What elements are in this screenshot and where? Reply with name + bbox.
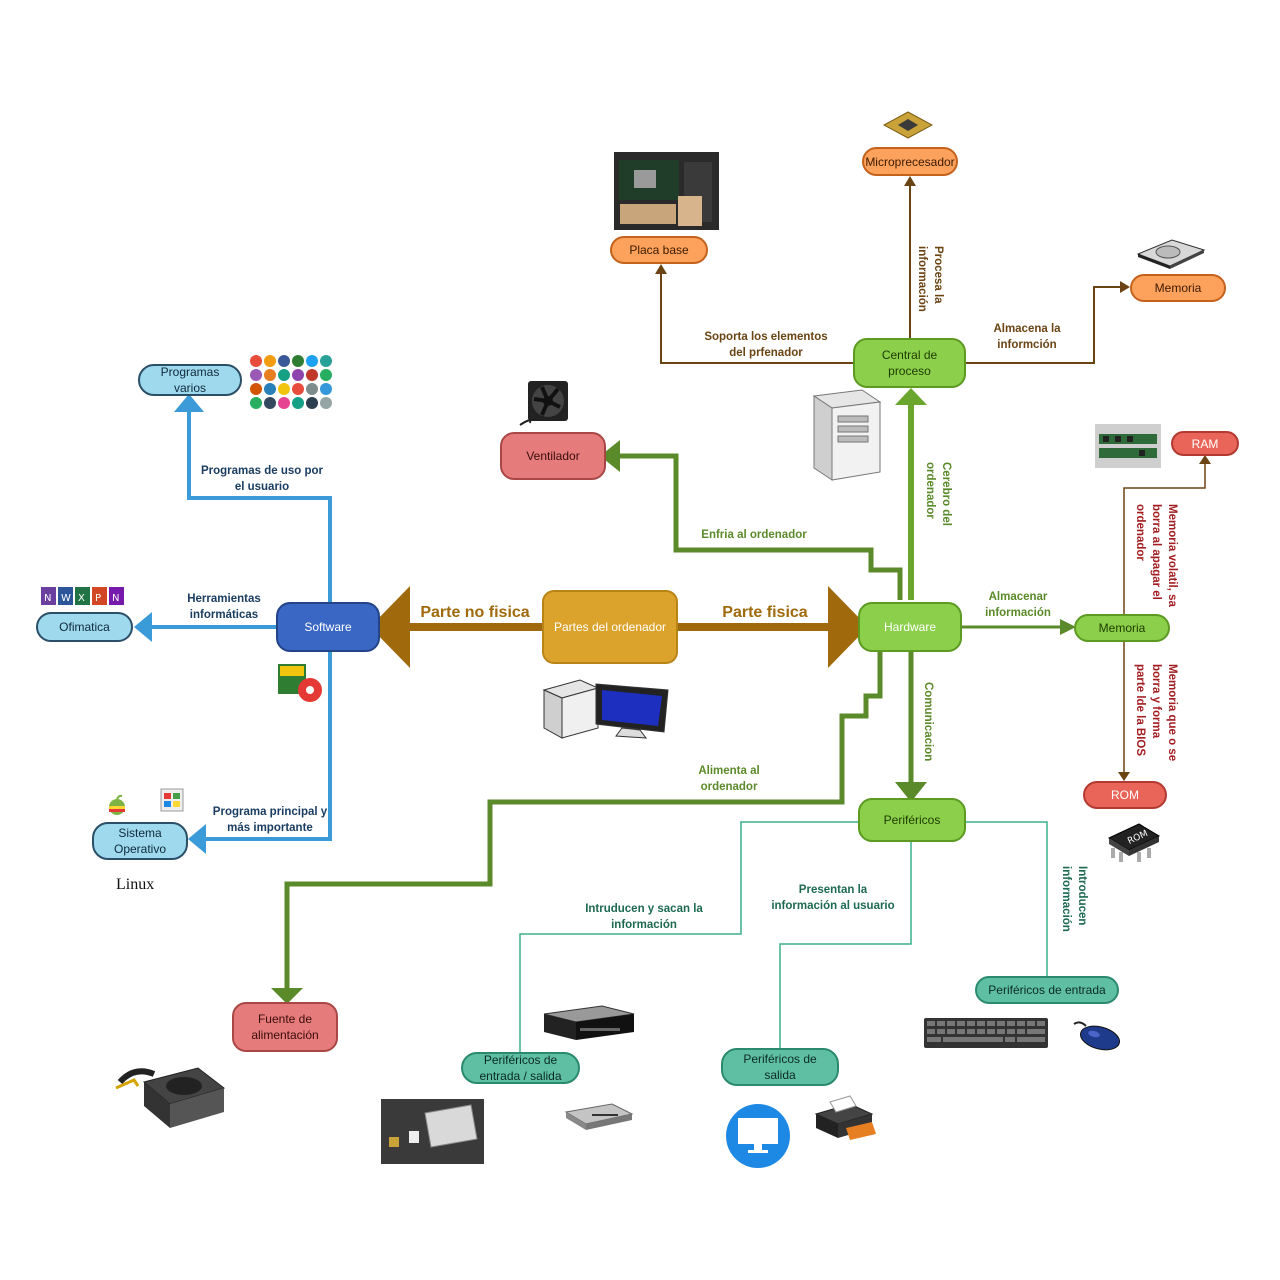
programas-varios-node[interactable]: Programas varios <box>138 364 242 396</box>
soporta-label: Soporta los elementos del prfenador <box>704 331 828 359</box>
cerebro-label: Cerebro del ordenador <box>924 462 952 526</box>
perifericos-es-node[interactable]: Periféricos de entrada / salida <box>461 1052 580 1084</box>
computer-tower-icon <box>806 386 884 482</box>
parte-fisica-arrow <box>678 586 868 668</box>
perifericos-entrada-node[interactable]: Periféricos de entrada <box>975 976 1119 1004</box>
perifericos-es-connector <box>519 821 858 1052</box>
programa-principal-label: Programa principal y más importante <box>212 806 328 834</box>
parte-no-fisica-arrow <box>370 586 542 668</box>
software-box-icon <box>276 660 324 704</box>
social-apps-icon-grid <box>248 354 332 410</box>
alimenta-connector <box>271 652 883 1004</box>
programas-connector <box>174 394 332 603</box>
mouse-photo <box>1072 1018 1122 1052</box>
ofimatica-connector <box>134 612 276 642</box>
rom-node[interactable]: ROM <box>1083 781 1167 809</box>
hard-drive-icon <box>1136 236 1206 270</box>
rom-connector <box>1118 640 1130 781</box>
rom-chip-icon: ROM <box>1103 818 1163 864</box>
presentan-label: Presentan la información al usuario <box>771 884 895 912</box>
ventilador-node[interactable]: Ventilador <box>500 432 606 480</box>
bios-label: Memoria que o se borra y forma parte lde… <box>1134 664 1178 762</box>
perifericos-salida-connector <box>779 842 912 1048</box>
perifericos-entrada-connector <box>966 821 1048 976</box>
dvd-drive-photo <box>542 1004 636 1042</box>
linux-logo: Linux <box>116 876 155 893</box>
fuente-alimentacion-node[interactable]: Fuente de alimentación <box>232 1002 338 1052</box>
software-node[interactable]: Software <box>276 602 380 652</box>
ram-connector <box>1123 455 1211 614</box>
comunicacion-label: Comunicacion <box>922 682 934 762</box>
windows-logo-icon <box>160 788 184 812</box>
alimenta-label: Alimenta al ordenador <box>698 765 760 793</box>
soporta-connector <box>655 264 853 364</box>
partes-ordenador-node[interactable]: Partes del ordenador <box>542 590 678 664</box>
hardware-node[interactable]: Hardware <box>858 602 962 652</box>
usb-drive-photo <box>381 1099 484 1164</box>
ram-module-photo <box>1095 424 1161 468</box>
motherboard-photo <box>614 152 719 230</box>
office-apps-icons: N W X P N <box>40 585 126 607</box>
svg-text:N: N <box>44 593 51 604</box>
placa-base-node[interactable]: Placa base <box>610 236 708 264</box>
sistema-operativo-node[interactable]: Sistema Operativo <box>92 822 188 860</box>
svg-text:P: P <box>95 593 101 604</box>
intruducen-label: Intruducen y sacan la información <box>585 903 703 931</box>
programas-uso-label: Programas de uso por el usuario <box>200 465 324 493</box>
perifericos-salida-node[interactable]: Periféricos de salida <box>721 1048 839 1086</box>
cpu-chip-icon <box>880 110 936 140</box>
procesa-connector <box>904 176 916 338</box>
svg-text:X: X <box>78 593 85 604</box>
apple-logo-icon <box>106 794 128 816</box>
svg-text:W: W <box>61 593 71 604</box>
desktop-computer-icon <box>540 672 674 742</box>
parte-fisica-label: Parte fisica <box>722 604 808 621</box>
herramientas-label: Herramientas informáticas <box>187 593 261 621</box>
cerebro-connector <box>895 388 927 600</box>
monitor-circle-icon <box>726 1102 790 1170</box>
power-supply-photo <box>114 1058 228 1130</box>
sistema-operativo-connector <box>188 652 332 854</box>
introducen-label: Introducen información <box>1060 866 1088 932</box>
printer-photo <box>810 1092 876 1142</box>
svg-text:N: N <box>112 593 119 604</box>
almacena-label: Almacena la informción <box>993 323 1061 351</box>
almacena-connector <box>966 281 1130 364</box>
enfria-label: Enfria al ordenador <box>701 529 807 541</box>
volatil-label: Memoria volatil, sa borra al apagar el o… <box>1134 504 1178 607</box>
keyboard-photo <box>924 1016 1048 1050</box>
ofimatica-node[interactable]: Ofimatica <box>36 612 133 642</box>
ram-node[interactable]: RAM <box>1171 431 1239 456</box>
procesa-label: Procesa la información <box>916 246 944 312</box>
microprocesador-node[interactable]: Microprecesador <box>862 147 958 176</box>
perifericos-node[interactable]: Periféricos <box>858 798 966 842</box>
central-proceso-node[interactable]: Central de proceso <box>853 338 966 388</box>
fan-icon <box>512 377 584 429</box>
almacenar-label: Almacenar información <box>985 591 1051 619</box>
memoria-top-node[interactable]: Memoria <box>1130 274 1226 302</box>
memoria-right-node[interactable]: Memoria <box>1074 614 1170 642</box>
enfria-connector <box>600 440 903 600</box>
comunicacion-connector <box>895 652 927 802</box>
parte-no-fisica-label: Parte no fisica <box>420 604 530 621</box>
almacenar-connector <box>962 619 1076 635</box>
card-reader-photo <box>562 1102 634 1132</box>
